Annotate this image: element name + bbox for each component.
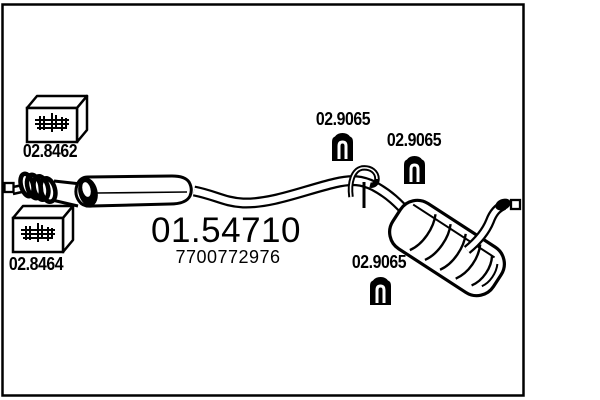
clamp-label-2: 02.9065 bbox=[386, 130, 442, 150]
hanger-hook bbox=[347, 165, 380, 208]
clamp-icon bbox=[368, 275, 393, 307]
gasket-kit-icon bbox=[25, 94, 89, 144]
gasket-kit-icon bbox=[11, 204, 75, 254]
clamp-label-3: 02.9065 bbox=[351, 252, 407, 272]
clamp-label-1: 02.9065 bbox=[315, 109, 371, 129]
main-part-code: 01.54710 bbox=[151, 211, 301, 250]
rear-muffler bbox=[388, 198, 506, 298]
tailpipe-tip bbox=[495, 198, 511, 211]
center-muffler bbox=[74, 174, 193, 208]
gasket-kit-label-2: 02.8464 bbox=[8, 254, 64, 274]
clamp-icon bbox=[402, 154, 427, 186]
flex-joint bbox=[18, 171, 82, 208]
outlet-connector-square bbox=[509, 198, 522, 211]
clamp-icon bbox=[330, 131, 355, 163]
inlet-connector-square bbox=[3, 181, 15, 194]
gasket-kit-label-1: 02.8462 bbox=[22, 141, 78, 161]
frame-border bbox=[1, 3, 525, 397]
oem-reference: 7700772976 bbox=[175, 247, 281, 267]
tailpipe bbox=[463, 198, 511, 254]
